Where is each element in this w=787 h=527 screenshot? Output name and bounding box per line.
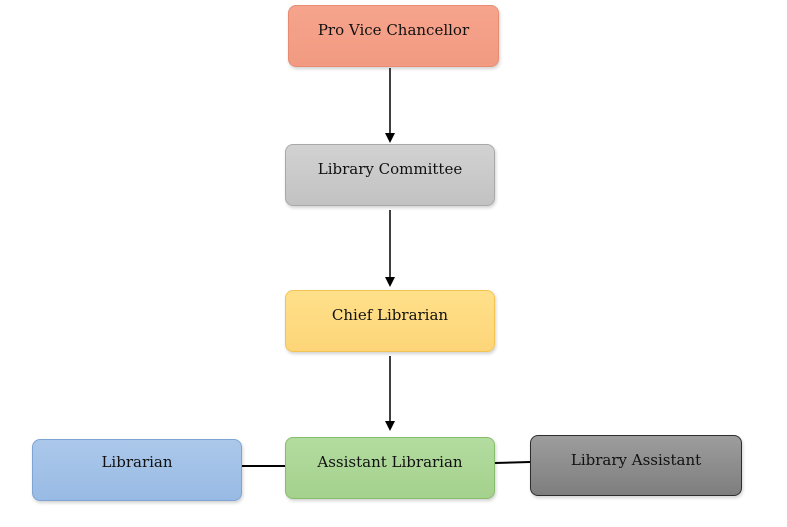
node-library-assistant: Library Assistant xyxy=(530,435,742,496)
node-label: Library Committee xyxy=(317,160,463,178)
node-label: Chief Librarian xyxy=(331,306,449,324)
node-pro-vice-chancellor: Pro Vice Chancellor xyxy=(288,5,499,67)
node-label: Pro Vice Chancellor xyxy=(317,21,470,39)
node-label: Librarian xyxy=(101,453,173,471)
edge-assistant-to-library-assistant xyxy=(494,461,531,464)
node-label: Library Assistant xyxy=(570,450,702,469)
node-assistant-librarian: Assistant Librarian xyxy=(285,437,495,499)
node-chief-librarian: Chief Librarian xyxy=(285,290,495,352)
node-label: Assistant Librarian xyxy=(317,453,463,471)
node-library-committee: Library Committee xyxy=(285,144,495,206)
node-librarian: Librarian xyxy=(32,439,242,501)
